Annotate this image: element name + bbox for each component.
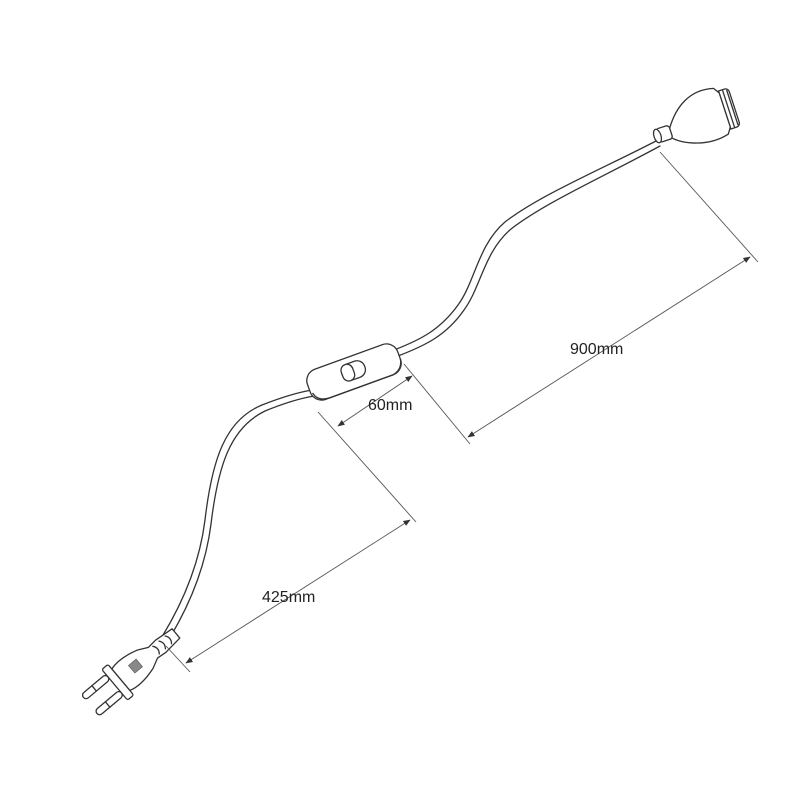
plug-pin-bottom (95, 690, 123, 716)
socket-cable-entry (652, 125, 673, 144)
inline-switch (306, 343, 402, 401)
dimension-label-900mm: 900mm (570, 341, 623, 358)
euro-plug (81, 628, 181, 716)
dimension-60mm: 60mm (337, 363, 471, 445)
plug-grip-marking (128, 658, 143, 674)
lamp-socket (652, 87, 741, 144)
dimension-label-60mm: 60mm (368, 397, 412, 414)
plug-pin-top (81, 674, 110, 700)
dimension-425mm: 425mm (165, 411, 417, 673)
dimension-900mm: 900mm (467, 151, 759, 438)
cable-upper (393, 139, 661, 357)
dimension-label-425mm: 425mm (262, 589, 315, 606)
